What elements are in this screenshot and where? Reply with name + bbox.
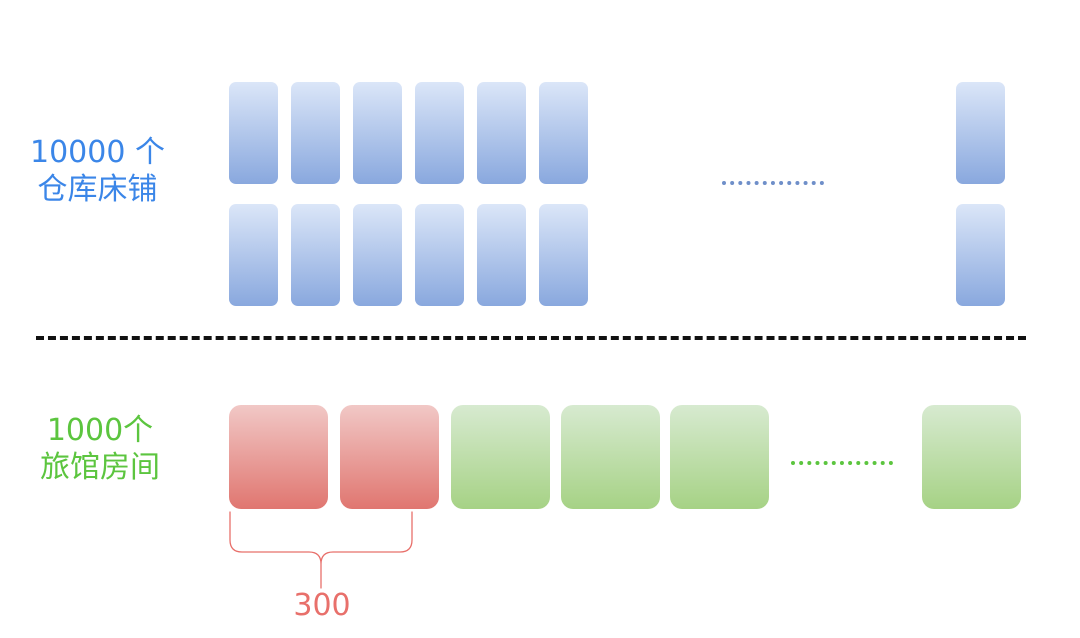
warehouse-bed bbox=[291, 82, 340, 184]
hotel-room-free bbox=[670, 405, 769, 509]
hotel-name-text: 旅馆房间 bbox=[40, 450, 160, 485]
hotel-room-free-last bbox=[922, 405, 1021, 509]
warehouse-bed bbox=[353, 204, 402, 306]
hotel-room-occupied bbox=[229, 405, 328, 509]
section-divider bbox=[36, 336, 1026, 340]
warehouse-bed bbox=[539, 204, 588, 306]
warehouse-bed bbox=[229, 204, 278, 306]
warehouse-bed bbox=[229, 82, 278, 184]
hotel-room-free bbox=[561, 405, 660, 509]
hotel-ellipsis bbox=[791, 461, 893, 465]
warehouse-bed bbox=[291, 204, 340, 306]
warehouse-bed bbox=[477, 204, 526, 306]
warehouse-bed bbox=[477, 82, 526, 184]
warehouse-bed bbox=[415, 204, 464, 306]
warehouse-label: 10000 个 仓库床铺 bbox=[10, 134, 185, 208]
warehouse-bed-last bbox=[956, 204, 1005, 306]
warehouse-bed-last bbox=[956, 82, 1005, 184]
warehouse-ellipsis bbox=[722, 181, 824, 185]
hotel-room-occupied bbox=[340, 405, 439, 509]
hotel-room-free bbox=[451, 405, 550, 509]
hotel-label: 1000个 旅馆房间 bbox=[20, 412, 180, 486]
warehouse-name-text: 仓库床铺 bbox=[37, 172, 158, 207]
warehouse-count-text: 10000 个 bbox=[30, 135, 165, 170]
warehouse-bed bbox=[415, 82, 464, 184]
hotel-count-text: 1000个 bbox=[46, 413, 154, 448]
warehouse-bed bbox=[353, 82, 402, 184]
occupied-rooms-count: 300 bbox=[293, 588, 351, 623]
occupied-rooms-bracket bbox=[229, 511, 413, 589]
warehouse-bed bbox=[539, 82, 588, 184]
